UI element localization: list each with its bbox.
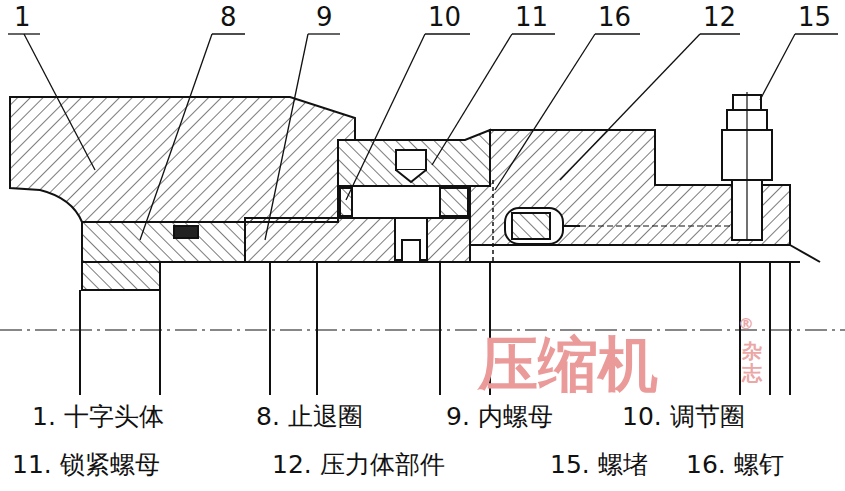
watermark: 杂志 <box>742 340 762 384</box>
watermark: 压缩机 <box>478 334 658 394</box>
callout-number: 15 <box>798 4 831 30</box>
callout-number: 11 <box>515 4 548 30</box>
callout-number: 1 <box>14 4 31 30</box>
part-caption: 11. 锁紧螺母 <box>12 452 160 477</box>
part-caption: 8. 止退圈 <box>256 404 363 429</box>
callout-number: 10 <box>428 4 461 30</box>
part-caption: 10. 调节圈 <box>622 404 745 429</box>
watermark: ® <box>738 316 754 332</box>
part-caption: 12. 压力体部件 <box>272 452 445 477</box>
callout-number: 8 <box>220 4 237 30</box>
callout-number: 12 <box>703 4 736 30</box>
callout-number: 16 <box>598 4 631 30</box>
part-caption: 1. 十字头体 <box>32 404 164 429</box>
part-caption: 16. 螺钉 <box>686 452 784 477</box>
part-caption: 9. 内螺母 <box>446 404 553 429</box>
callout-number: 9 <box>316 4 333 30</box>
part-caption: 15. 螺堵 <box>550 452 648 477</box>
